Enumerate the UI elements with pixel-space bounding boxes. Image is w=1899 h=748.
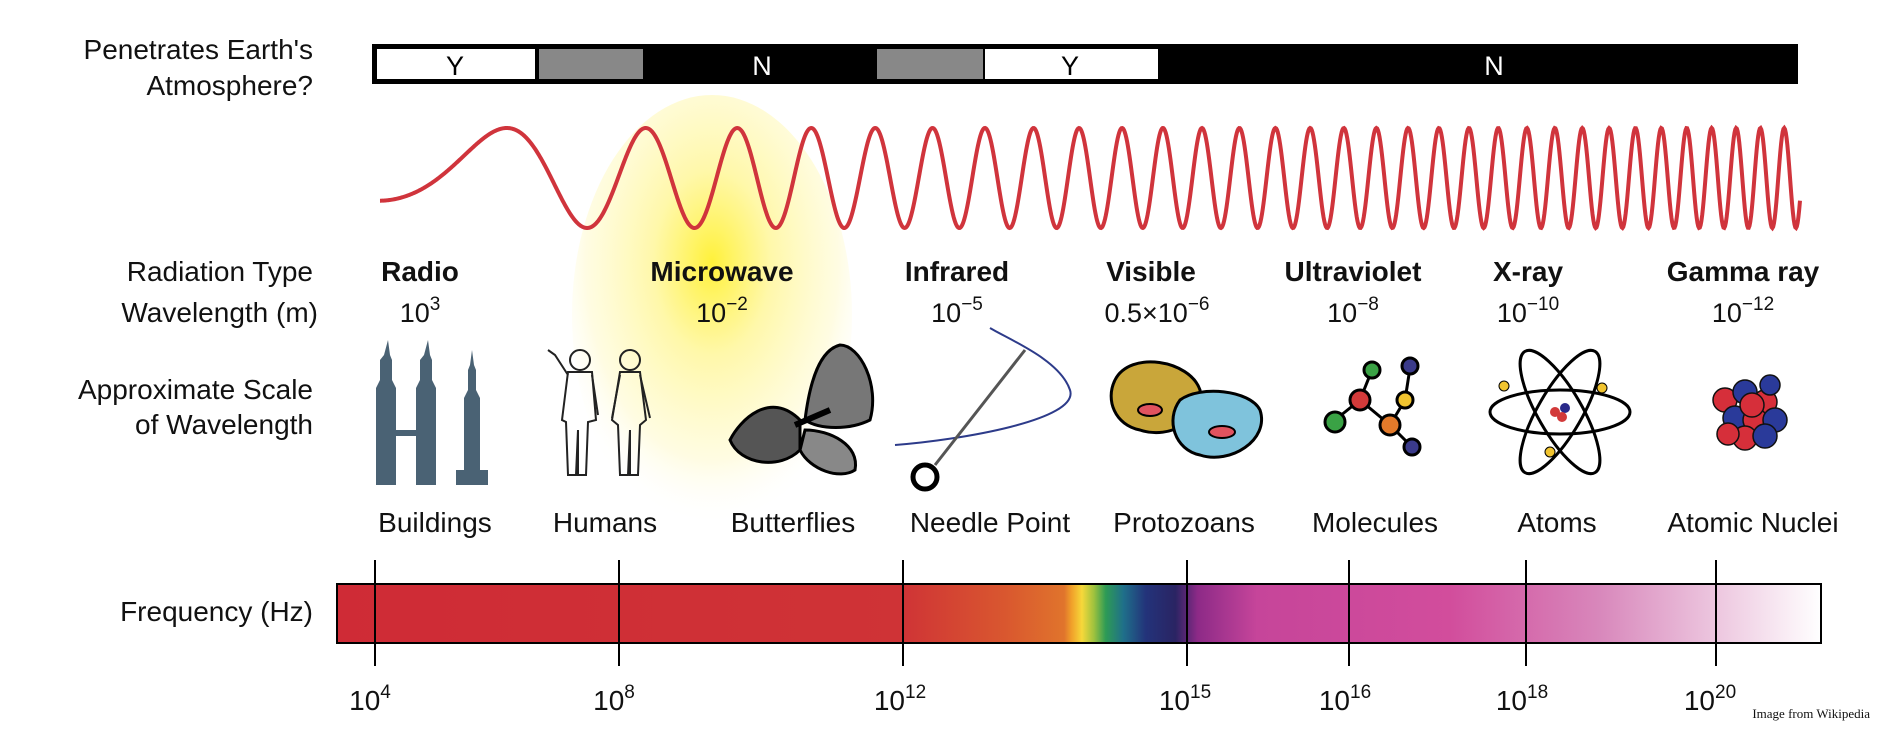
scale-label-buildings: Buildings — [378, 507, 492, 538]
svg-text:Gamma ray: Gamma ray — [1667, 256, 1820, 287]
scale-label-humans: Humans — [553, 507, 657, 538]
svg-text:10−5: 10−5 — [931, 294, 983, 328]
svg-text:10−2: 10−2 — [696, 294, 748, 328]
frequency-tick-labels: 104 108 1012 1015 1016 1018 1020 — [349, 682, 1736, 716]
scale-label-atomic-nuclei: Atomic Nuclei — [1667, 507, 1838, 538]
svg-text:Visible: Visible — [1106, 256, 1196, 287]
svg-text:Radio: Radio — [381, 256, 459, 287]
svg-text:103: 103 — [400, 294, 441, 328]
radiation-type-microwave: Microwave 10−2 — [650, 256, 793, 328]
svg-text:Microwave: Microwave — [650, 256, 793, 287]
scale-label-molecules: Molecules — [1312, 507, 1438, 538]
buildings-icon — [376, 340, 488, 485]
radiation-type-gamma: Gamma ray 10−12 — [1667, 256, 1820, 328]
atmosphere-segment-partial1 — [539, 49, 643, 79]
needle-icon — [894, 327, 1072, 492]
humans-icon — [547, 349, 651, 476]
frequency-tick-label: 1012 — [874, 682, 926, 716]
atmosphere-bar: Y N Y N — [372, 44, 1798, 84]
svg-text:X-ray: X-ray — [1493, 256, 1563, 287]
scale-labels: Buildings Humans Butterflies Needle Poin… — [378, 507, 1838, 538]
molecule-icon — [1323, 356, 1422, 457]
protozoan-icon — [1109, 360, 1264, 459]
scale-label-line2: of Wavelength — [135, 409, 313, 440]
frequency-tick-label: 108 — [593, 682, 635, 716]
atmosphere-segment-label: Y — [1061, 51, 1079, 81]
svg-text:10−10: 10−10 — [1497, 294, 1559, 328]
radiation-type-xray: X-ray 10−10 — [1493, 256, 1563, 328]
svg-text:0.5×10−6: 0.5×10−6 — [1104, 294, 1209, 328]
frequency-tick-label: 1020 — [1684, 682, 1736, 716]
scale-label-atoms: Atoms — [1517, 507, 1596, 538]
atmosphere-segment-y2 — [985, 49, 1158, 79]
atmosphere-segment-label: Y — [446, 51, 464, 81]
atmosphere-segment-partial2 — [877, 49, 983, 79]
radiation-type-infrared: Infrared 10−5 — [905, 256, 1009, 328]
frequency-tick-label: 104 — [349, 682, 391, 716]
atmosphere-segment-label: N — [752, 51, 772, 81]
wavelength-wave — [379, 124, 1802, 232]
atmosphere-segment-label: N — [1484, 51, 1504, 81]
frequency-ticks — [374, 560, 1717, 666]
svg-text:10−12: 10−12 — [1712, 294, 1774, 328]
frequency-tick-label: 1015 — [1159, 682, 1211, 716]
svg-text:10−8: 10−8 — [1327, 294, 1379, 328]
frequency-tick-label: 1016 — [1319, 682, 1371, 716]
wavelength-label: Wavelength (m) — [121, 297, 318, 328]
scale-label-protozoans: Protozoans — [1113, 507, 1255, 538]
svg-text:Ultraviolet: Ultraviolet — [1285, 256, 1422, 287]
frequency-tick-label: 1018 — [1496, 682, 1548, 716]
atmosphere-label-line2: Atmosphere? — [146, 70, 313, 101]
radiation-type-visible: Visible 0.5×10−6 — [1104, 256, 1209, 328]
scale-label-needle-point: Needle Point — [910, 507, 1071, 538]
image-credit: Image from Wikipedia — [1752, 706, 1870, 721]
scale-label-butterflies: Butterflies — [731, 507, 856, 538]
butterfly-icon — [728, 343, 875, 476]
atmosphere-label-line1: Penetrates Earth's — [84, 34, 313, 65]
frequency-bar — [336, 583, 1822, 644]
scale-label-line1: Approximate Scale — [78, 374, 313, 405]
radiation-type-ultraviolet: Ultraviolet 10−8 — [1285, 256, 1422, 328]
radiation-types: Radio 103 Microwave 10−2 Infrared 10−5 V… — [381, 256, 1820, 328]
svg-text:Infrared: Infrared — [905, 256, 1009, 287]
radiation-type-label: Radiation Type — [127, 256, 313, 287]
radiation-type-radio: Radio 103 — [381, 256, 459, 328]
atmosphere-segment-y1 — [377, 49, 535, 79]
nucleus-icon — [1712, 374, 1788, 451]
frequency-label: Frequency (Hz) — [120, 596, 313, 627]
atom-icon — [1488, 348, 1632, 476]
